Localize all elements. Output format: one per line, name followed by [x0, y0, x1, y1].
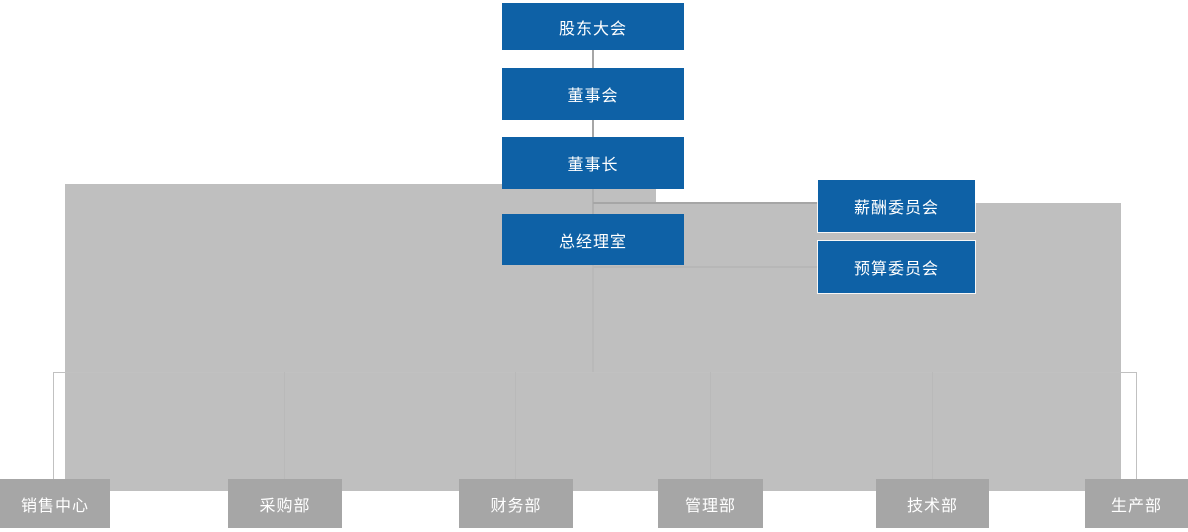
connector-drop-technology-dept [932, 372, 934, 479]
connector-drop-finance-dept [515, 372, 517, 479]
node-production-dept: 生产部 [1085, 479, 1188, 528]
connector-shareholders-board [592, 50, 594, 68]
node-sales-center: 销售中心 [0, 479, 110, 528]
node-admin-dept: 管理部 [658, 479, 763, 528]
node-board-of-directors: 董事会 [502, 68, 684, 120]
node-budget-committee: 预算委员会 [818, 241, 975, 293]
connector-departments-horizontal [53, 372, 1137, 374]
connector-gmo-departments [592, 265, 594, 372]
connector-drop-sales-center [53, 372, 55, 479]
connector-drop-production-dept [1136, 372, 1138, 479]
connector-drop-purchasing-dept [284, 372, 286, 479]
connector-chairman-compensation-committee [593, 202, 818, 204]
connector-chairman-budget-committee [593, 266, 818, 268]
connector-chairman-gmo [592, 189, 594, 214]
node-purchasing-dept: 采购部 [228, 479, 342, 528]
connector-drop-admin-dept [710, 372, 712, 479]
node-shareholders-meeting: 股东大会 [502, 3, 684, 50]
node-chairman: 董事长 [502, 137, 684, 189]
node-general-manager-office: 总经理室 [502, 214, 684, 265]
node-finance-dept: 财务部 [459, 479, 573, 528]
node-technology-dept: 技术部 [876, 479, 989, 528]
connector-board-chairman [592, 120, 594, 137]
node-compensation-committee: 薪酬委员会 [818, 180, 975, 232]
